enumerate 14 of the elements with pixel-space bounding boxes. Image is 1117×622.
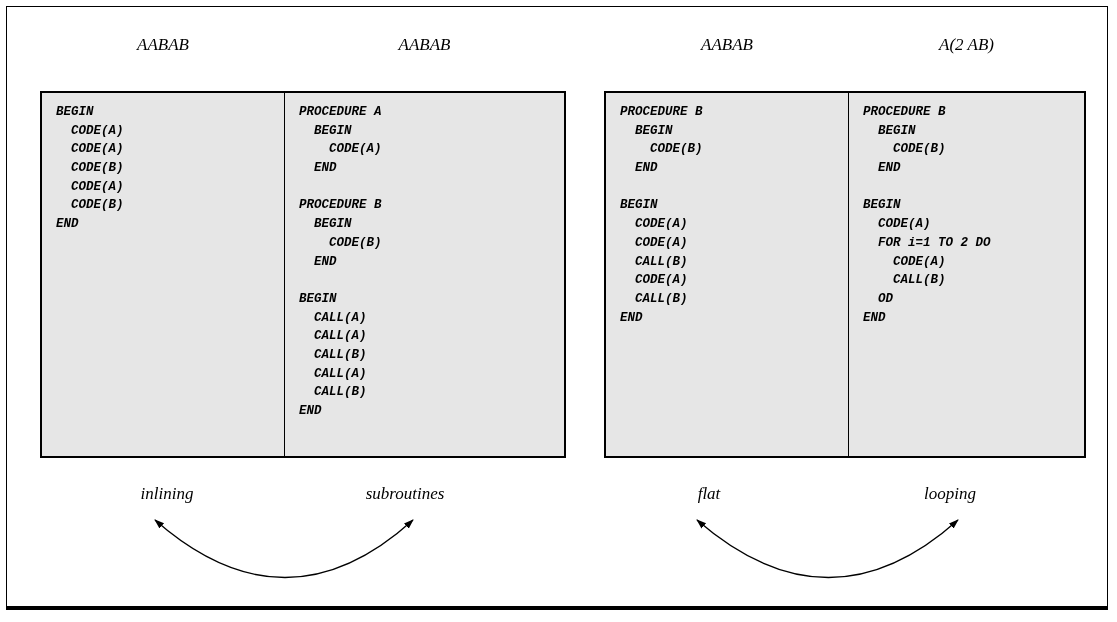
strategy-label: inlining	[117, 484, 217, 508]
strategy-label: looping	[900, 484, 1000, 508]
code-listing: PROCEDURE B BEGIN CODE(B) END BEGIN CODE(A) CODE(A) CALL(B) CODE(A) CALL(B) END	[620, 104, 703, 327]
strategy-label: flat	[659, 484, 759, 508]
sequence-label: AABAB	[396, 35, 452, 55]
curved-arrow	[154, 519, 414, 579]
code-listing: BEGIN CODE(A) CODE(A) CODE(B) CODE(A) CODE(B) END	[56, 104, 124, 234]
code-listing: PROCEDURE B BEGIN CODE(B) END BEGIN CODE(A) FOR i=1 TO 2 DO CODE(A) CALL(B) OD END	[863, 104, 991, 327]
strategy-label: subroutines	[345, 484, 465, 508]
code-listing: PROCEDURE A BEGIN CODE(A) END PROCEDURE B BEGIN CODE(B) END BEGIN CALL(A) CALL(A) CALL(B) CALL(A) CALL(B) END	[299, 104, 382, 420]
sequence-label: A(2 AB)	[937, 35, 995, 55]
sequence-label: AABAB	[699, 35, 754, 55]
sequence-label: AABAB	[135, 35, 190, 55]
curved-arrow	[696, 519, 959, 579]
